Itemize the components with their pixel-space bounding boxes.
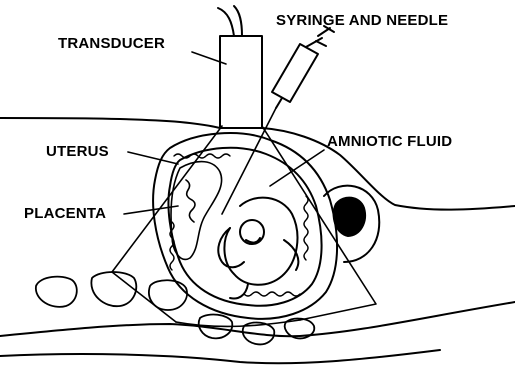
placenta [171, 162, 222, 260]
abdomen-outline [0, 118, 515, 210]
label-uterus: UTERUS [46, 143, 109, 160]
label-transducer: TRANSDUCER [58, 35, 165, 52]
fetus [218, 198, 298, 299]
label-placenta: PLACENTA [24, 205, 106, 222]
label-amniotic-fluid: AMNIOTIC FLUID [327, 133, 452, 150]
transducer-icon [218, 6, 262, 128]
spine-line [0, 350, 440, 363]
label-syringe-and-needle: SYRINGE AND NEEDLE [276, 12, 448, 29]
bladder [334, 198, 365, 236]
